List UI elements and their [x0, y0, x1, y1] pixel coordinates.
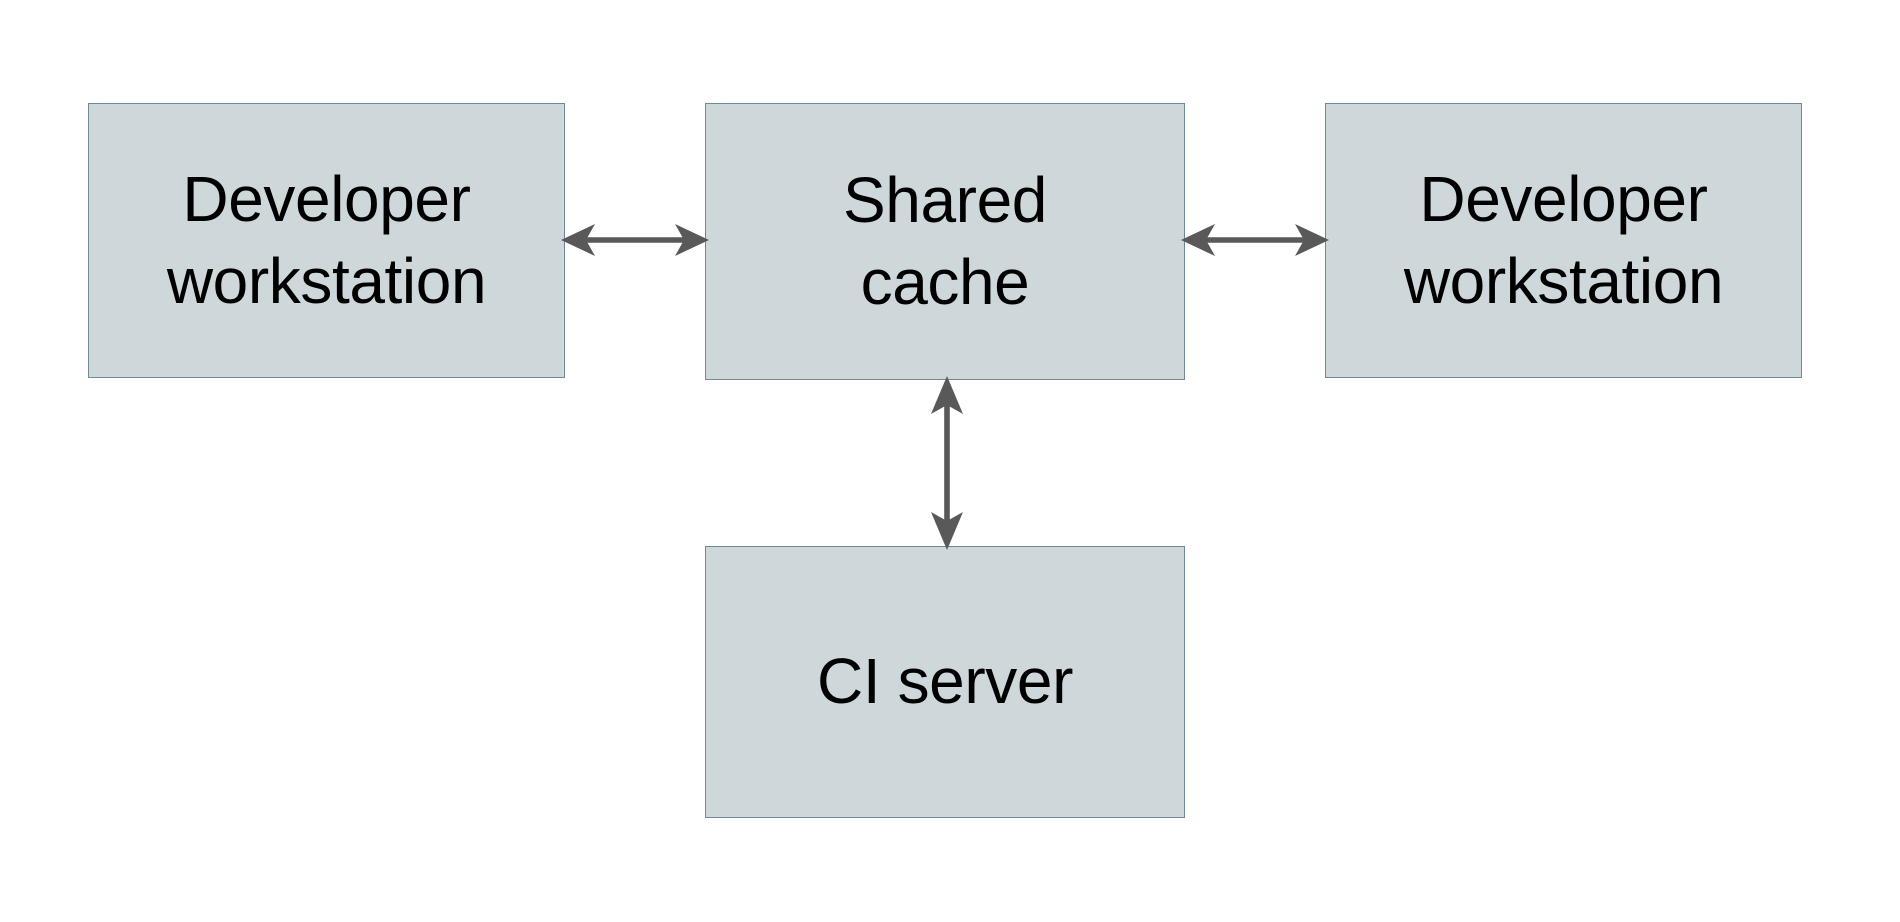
node-developer-workstation-left[interactable]: Developer workstation [88, 103, 565, 378]
arrowhead-up-icon [931, 376, 963, 414]
arrowhead-left-icon [1181, 224, 1215, 256]
node-ci-server[interactable]: CI server [705, 546, 1185, 818]
arrow-shaft-icon [944, 400, 950, 526]
node-label: CI server [817, 645, 1073, 718]
arrowhead-right-icon [1295, 224, 1329, 256]
arrowhead-left-icon [561, 224, 595, 256]
arrow-shaft-icon [1203, 237, 1307, 243]
node-developer-workstation-right[interactable]: Developer workstation [1325, 103, 1802, 378]
arrow-shaft-icon [583, 237, 687, 243]
node-label: Developer workstation [166, 162, 487, 317]
arrowhead-right-icon [675, 224, 709, 256]
node-shared-cache[interactable]: Shared cache [705, 103, 1185, 380]
edge-shared-cache-to-dev-right[interactable] [1179, 208, 1331, 272]
node-label: Shared cache [843, 163, 1047, 318]
arrowhead-down-icon [931, 512, 963, 550]
node-label: Developer workstation [1403, 162, 1724, 317]
edge-dev-left-to-shared-cache[interactable] [559, 208, 711, 272]
edge-shared-cache-to-ci-server[interactable] [915, 374, 979, 552]
